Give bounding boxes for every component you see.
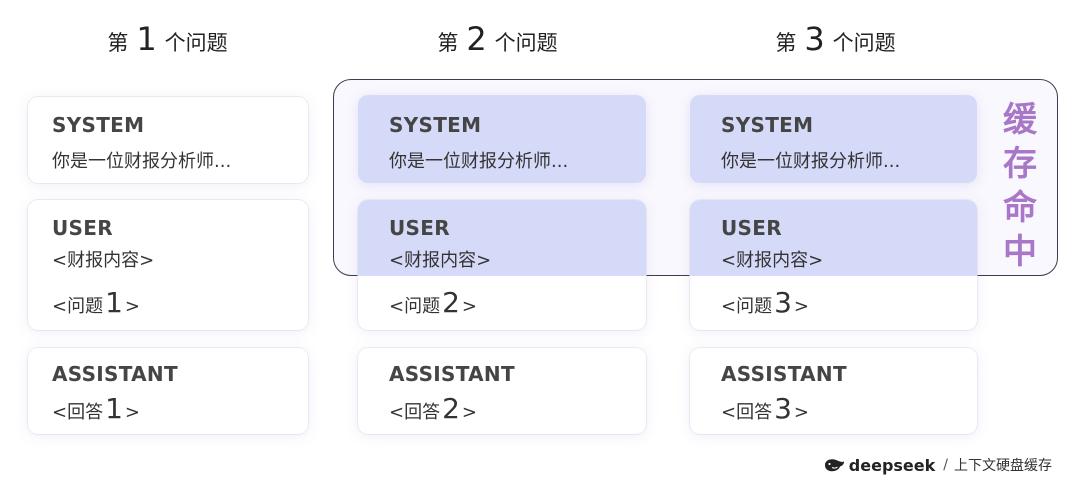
answer-text-3: <回答 3 > (721, 392, 809, 425)
system-prompt-text: 你是一位财报分析师... (721, 151, 901, 172)
question-prefix: <问题 (389, 296, 441, 317)
question-text-3: <问题 3 > (721, 286, 809, 319)
header-number: 1 (136, 20, 157, 58)
system-prompt-text: 你是一位财报分析师... (52, 151, 232, 172)
answer-prefix: <回答 (52, 402, 104, 423)
answer-prefix: <回答 (721, 402, 773, 423)
cached-user-section (358, 200, 646, 276)
question-close: > (461, 296, 478, 317)
question-text-1: <问题 1 > (52, 286, 140, 319)
user-message-card-2: USER <财报内容> <问题 2 > (358, 200, 646, 330)
footer-caption: 上下文硬盘缓存 (954, 458, 1052, 474)
cache-label-char: 命 (1003, 188, 1037, 228)
system-message-card-1: SYSTEM 你是一位财报分析师... (28, 97, 308, 183)
system-message-card-2: SYSTEM 你是一位财报分析师... (358, 95, 646, 183)
role-label-system: SYSTEM (721, 113, 814, 137)
answer-text-2: <回答 2 > (389, 392, 477, 425)
user-content-text: <财报内容> (721, 250, 824, 271)
column-header-1: 第 1 个问题 (25, 20, 310, 60)
cache-label-char: 中 (1003, 232, 1037, 272)
header-prefix: 第 (437, 31, 459, 55)
header-prefix: 第 (775, 31, 797, 55)
header-number: 2 (466, 20, 487, 58)
cache-hit-label: 缓 存 命 中 (998, 98, 1042, 274)
header-suffix: 个问题 (832, 31, 896, 55)
role-label-user: USER (389, 216, 450, 240)
role-label-assistant: ASSISTANT (52, 362, 178, 386)
footer-branding: deepseek / 上下文硬盘缓存 (823, 455, 1052, 475)
column-header-3: 第 3 个问题 (693, 20, 978, 60)
question-close: > (793, 296, 810, 317)
header-prefix: 第 (107, 31, 129, 55)
cached-user-section (690, 200, 977, 276)
assistant-message-card-2: ASSISTANT <回答 2 > (358, 348, 646, 434)
user-content-text: <财报内容> (389, 250, 492, 271)
answer-number: 1 (105, 392, 123, 425)
answer-number: 2 (442, 392, 460, 425)
question-number: 2 (442, 286, 460, 319)
footer-separator: / (943, 457, 948, 473)
question-prefix: <问题 (721, 296, 773, 317)
user-message-card-1: USER <财报内容> <问题 1 > (28, 200, 308, 330)
cache-label-char: 存 (1003, 144, 1037, 184)
assistant-message-card-1: ASSISTANT <回答 1 > (28, 348, 308, 434)
brand-name: deepseek (848, 455, 936, 475)
answer-text-1: <回答 1 > (52, 392, 140, 425)
answer-close: > (461, 402, 478, 423)
header-suffix: 个问题 (494, 31, 558, 55)
answer-close: > (124, 402, 141, 423)
question-prefix: <问题 (52, 296, 104, 317)
question-number: 3 (774, 286, 792, 319)
question-close: > (124, 296, 141, 317)
deepseek-whale-icon (824, 459, 844, 472)
answer-close: > (793, 402, 810, 423)
question-number: 1 (105, 286, 123, 319)
cache-label-char: 缓 (1003, 100, 1037, 140)
system-prompt-text: 你是一位财报分析师... (389, 151, 569, 172)
user-content-text: <财报内容> (52, 250, 155, 271)
question-text-2: <问题 2 > (389, 286, 477, 319)
system-message-card-3: SYSTEM 你是一位财报分析师... (690, 95, 977, 183)
header-suffix: 个问题 (164, 31, 228, 55)
role-label-user: USER (52, 216, 113, 240)
role-label-system: SYSTEM (389, 113, 482, 137)
role-label-user: USER (721, 216, 782, 240)
role-label-system: SYSTEM (52, 113, 145, 137)
column-header-2: 第 2 个问题 (355, 20, 640, 60)
user-message-card-3: USER <财报内容> <问题 3 > (690, 200, 977, 330)
answer-prefix: <回答 (389, 402, 441, 423)
header-number: 3 (804, 20, 825, 58)
assistant-message-card-3: ASSISTANT <回答 3 > (690, 348, 977, 434)
answer-number: 3 (774, 392, 792, 425)
role-label-assistant: ASSISTANT (389, 362, 515, 386)
role-label-assistant: ASSISTANT (721, 362, 847, 386)
